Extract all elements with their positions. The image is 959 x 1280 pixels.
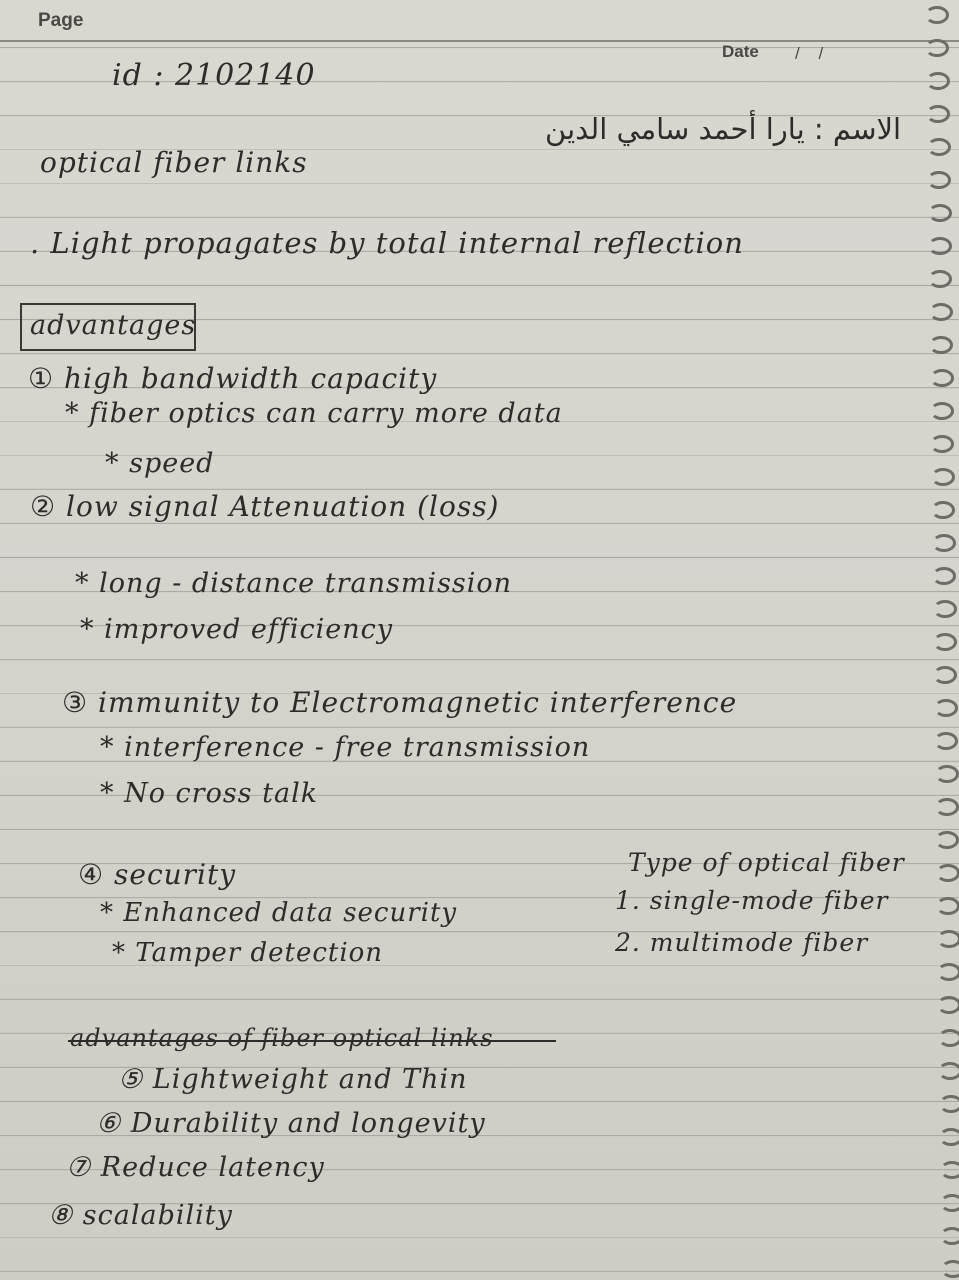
- adv-1-point-1: * fiber optics can carry more data: [65, 398, 563, 429]
- spiral-ring: [930, 435, 954, 453]
- adv-item-3: ③ immunity to Electromagnetic interferen…: [62, 686, 737, 719]
- spiral-ring: [929, 336, 953, 354]
- fiber-type-2: 2. multimode fiber: [615, 928, 869, 957]
- advantages-box: [20, 303, 196, 351]
- fiber-type-1: 1. single-mode fiber: [615, 886, 889, 915]
- adv-4-marker: ④: [78, 858, 105, 891]
- adv-2-title: low signal Attenuation (loss): [66, 490, 500, 523]
- spiral-ring: [926, 105, 950, 123]
- more-advantages-heading: advantages of fiber optical links: [70, 1024, 494, 1052]
- spiral-binding: [915, 0, 959, 1280]
- student-id: id : 2102140: [112, 58, 316, 93]
- page-label: Page: [38, 10, 84, 31]
- adv-2-point-2: * improved efficiency: [80, 614, 393, 645]
- date-label: Date: [722, 42, 759, 61]
- spiral-ring: [929, 303, 953, 321]
- spiral-ring: [934, 732, 958, 750]
- adv-item-7: ⑦ Reduce latency: [66, 1152, 325, 1183]
- spiral-ring: [930, 369, 954, 387]
- spiral-ring: [931, 501, 955, 519]
- spiral-ring: [932, 534, 956, 552]
- spiral-ring: [937, 930, 959, 948]
- adv-4-point-2: * Tamper detection: [112, 938, 384, 968]
- adv-1-title: high bandwidth capacity: [64, 362, 438, 395]
- adv-3-title: immunity to Electromagnetic interference: [98, 686, 738, 719]
- spiral-ring: [939, 1095, 959, 1113]
- spiral-ring: [933, 666, 957, 684]
- spiral-ring: [940, 1227, 959, 1245]
- spiral-ring: [928, 204, 952, 222]
- spiral-ring: [927, 138, 951, 156]
- topic-intro: . Light propagates by total internal ref…: [30, 226, 744, 260]
- spiral-ring: [931, 468, 955, 486]
- adv-item-5: ⑤ Lightweight and Thin: [118, 1064, 468, 1095]
- spiral-ring: [928, 237, 952, 255]
- spiral-ring: [933, 633, 957, 651]
- adv-1-marker: ①: [28, 362, 55, 395]
- adv-item-6: ⑥ Durability and longevity: [96, 1108, 486, 1139]
- advantages-heading: advantages: [30, 310, 197, 341]
- date-value: / /: [795, 44, 824, 63]
- adv-item-1: ① high bandwidth capacity: [28, 362, 437, 395]
- fiber-types-title: Type of optical fiber: [628, 848, 905, 877]
- adv-3-point-1: * interference - free transmission: [100, 732, 591, 763]
- adv-1-point-2: * speed: [105, 448, 215, 479]
- spiral-ring: [939, 1128, 959, 1146]
- adv-2-point-1: * long - distance transmission: [75, 568, 513, 599]
- adv-3-point-2: * No cross talk: [100, 778, 319, 809]
- spiral-ring: [940, 1194, 959, 1212]
- adv-4-point-1: * Enhanced data security: [100, 898, 458, 928]
- adv-4-title: security: [114, 858, 237, 891]
- adv-3-marker: ③: [62, 686, 89, 719]
- spiral-ring: [936, 897, 959, 915]
- student-name: الاسم : يارا أحمد سامي الدين: [545, 112, 902, 146]
- spiral-ring: [928, 270, 952, 288]
- spiral-ring: [938, 1029, 959, 1047]
- spiral-ring: [932, 567, 956, 585]
- adv-item-8: ⑧ scalability: [48, 1200, 233, 1231]
- adv-2-marker: ②: [30, 490, 57, 523]
- header-rule: [0, 40, 959, 42]
- spiral-ring: [936, 864, 959, 882]
- spiral-ring: [941, 1260, 959, 1278]
- spiral-ring: [940, 1161, 959, 1179]
- spiral-ring: [925, 6, 949, 24]
- spiral-ring: [933, 600, 957, 618]
- adv-item-2: ② low signal Attenuation (loss): [30, 490, 499, 523]
- spiral-ring: [935, 765, 959, 783]
- spiral-ring: [926, 72, 950, 90]
- spiral-ring: [927, 171, 951, 189]
- strikethrough-line: [68, 1040, 556, 1042]
- spiral-ring: [934, 699, 958, 717]
- spiral-ring: [937, 963, 959, 981]
- spiral-ring: [935, 798, 959, 816]
- spiral-ring: [938, 1062, 959, 1080]
- spiral-ring: [925, 39, 949, 57]
- spiral-ring: [930, 402, 954, 420]
- spiral-ring: [935, 831, 959, 849]
- spiral-ring: [937, 996, 959, 1014]
- topic-title: optical fiber links: [40, 146, 308, 179]
- adv-item-4: ④ security: [78, 858, 236, 891]
